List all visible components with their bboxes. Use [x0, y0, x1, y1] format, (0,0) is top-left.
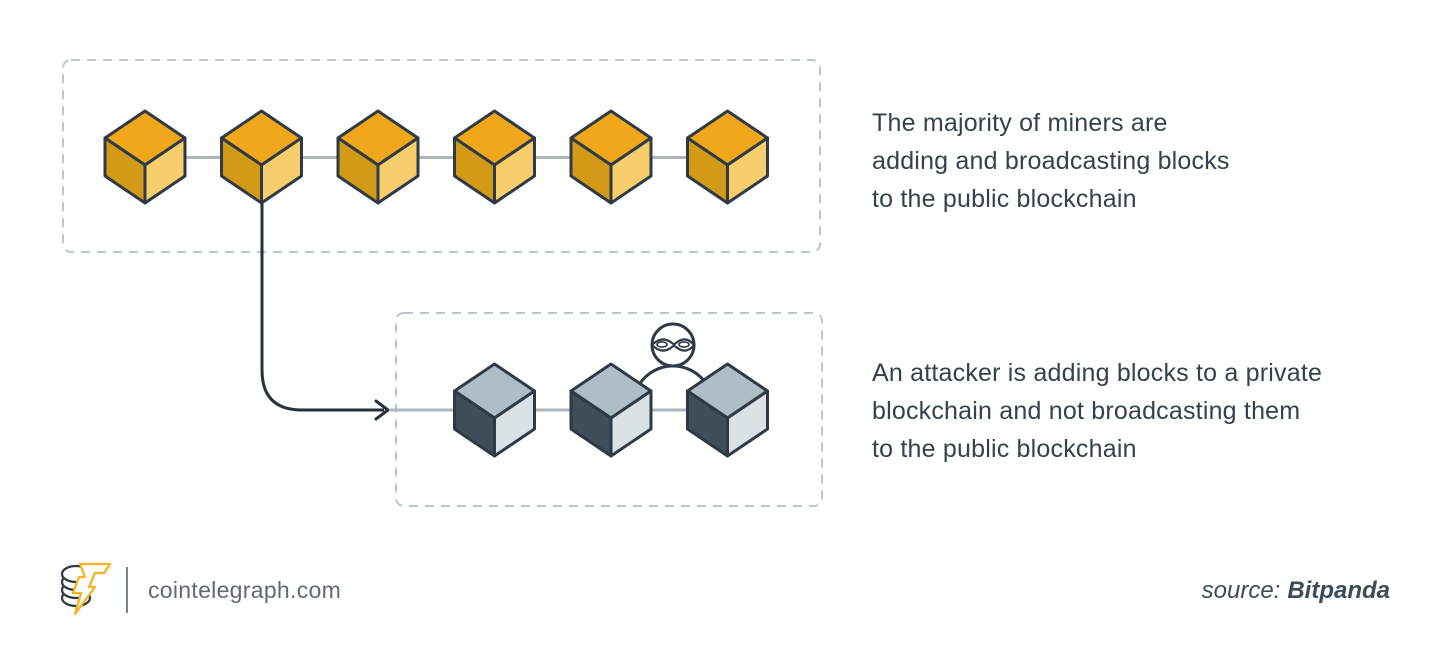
source-label: source: [1201, 577, 1281, 604]
block-cube [103, 109, 187, 205]
block-cube [569, 362, 653, 458]
source-attribution: source:Bitpanda [1202, 577, 1390, 605]
source-name: Bitpanda [1287, 577, 1390, 604]
footer-divider [126, 567, 128, 613]
block-cube [686, 109, 769, 205]
attacker-mask-eye-right [678, 341, 690, 348]
public-chain-box [62, 59, 821, 253]
site-label: cointelegraph.com [148, 577, 342, 603]
block-cube [336, 109, 420, 205]
block-cube [686, 362, 769, 458]
lightning-bolt-icon [71, 562, 112, 616]
block-cube [453, 109, 536, 205]
public-chain-caption: The majority of miners are adding and br… [872, 109, 1230, 213]
public-chain-blocks [103, 109, 769, 205]
block-cube [453, 362, 536, 458]
attacker-mask-eye-left [656, 341, 668, 348]
branch-arrow [260, 203, 384, 412]
private-chain-caption: An attacker is adding blocks to a privat… [872, 359, 1323, 463]
block-cube [220, 109, 303, 205]
arrowhead-icon [374, 399, 390, 421]
cointelegraph-logo-icon [60, 562, 112, 616]
block-cube [569, 109, 653, 205]
private-chain-blocks [453, 362, 769, 458]
